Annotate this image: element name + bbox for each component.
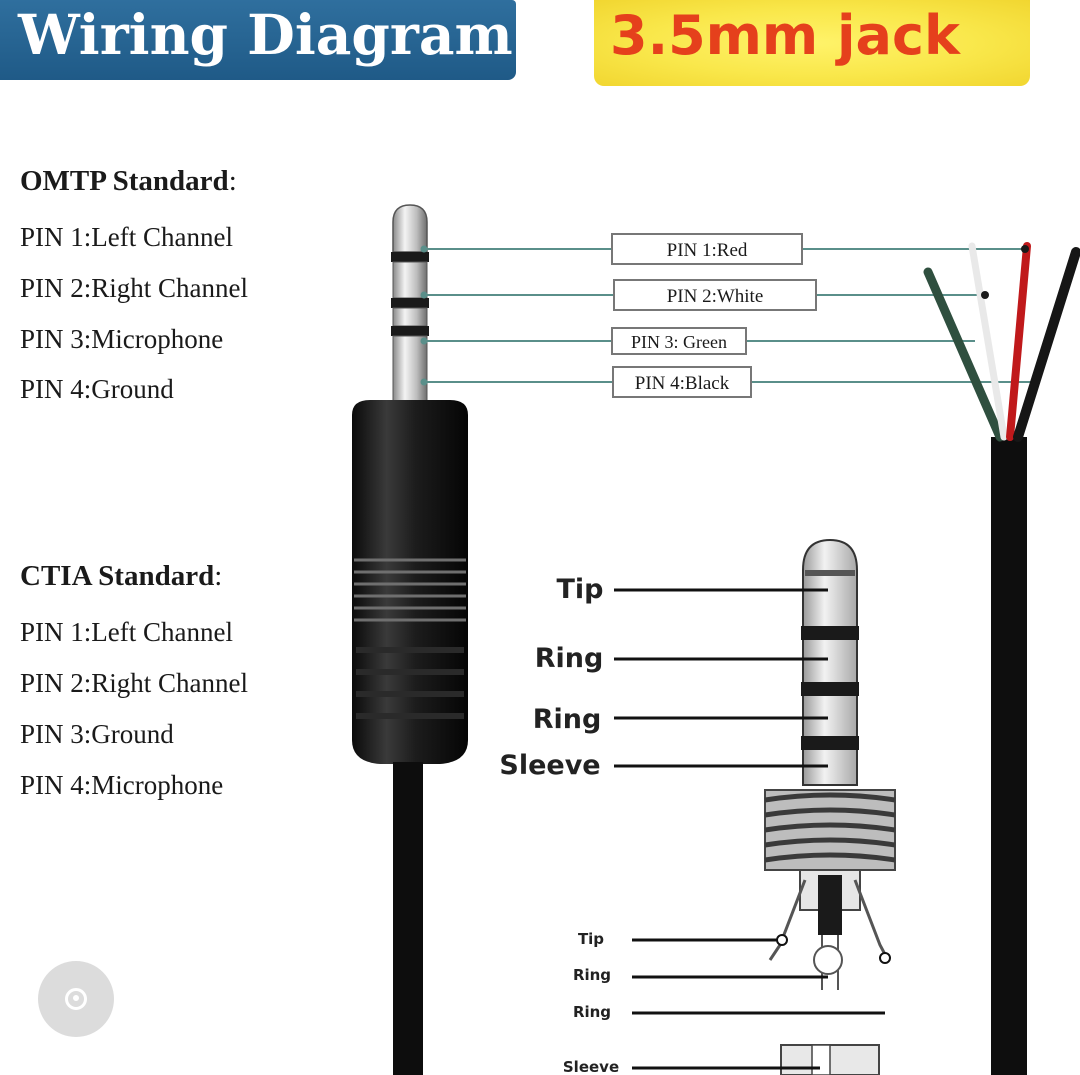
plug-part-ring-2: Ring — [533, 704, 602, 735]
avatar-glyph-icon — [65, 988, 87, 1010]
wire-label-4: PIN 4:Black — [612, 366, 752, 398]
wire-label-1: PIN 1:Red — [611, 233, 803, 265]
omtp-heading: OMTP Standard: — [20, 165, 237, 198]
user-avatar-icon[interactable] — [38, 961, 114, 1037]
plug-tip-segment — [392, 204, 428, 253]
wire-label-3-text: PIN 3: Green — [631, 332, 727, 352]
wire-label-4-text: PIN 4:Black — [635, 373, 730, 394]
plug-part-tip: Tip — [557, 574, 604, 605]
title-banner: Wiring Diagram — [0, 0, 516, 80]
red-wire — [1006, 242, 1031, 441]
socket-part-ring-2: Ring — [573, 1003, 611, 1021]
threaded-nut — [764, 789, 896, 871]
plug-part-ring-1: Ring — [535, 643, 604, 674]
plug-body — [352, 400, 468, 764]
ctia-pin-4: PIN 4:Microphone — [20, 770, 224, 800]
socket-internals — [768, 869, 890, 1075]
subtitle-banner: 3.5mm jack — [594, 0, 1030, 86]
cable-jacket — [991, 437, 1027, 1075]
omtp-pin-1: PIN 1:Left Channel — [20, 222, 233, 252]
omtp-heading-text: OMTP Standard — [20, 165, 229, 197]
top-plug — [352, 204, 468, 1075]
socket-part-tip: Tip — [578, 930, 604, 948]
socket-part-sleeve: Sleeve — [563, 1058, 619, 1075]
labeled-plug-shaft — [802, 538, 858, 786]
plug-cable — [393, 762, 423, 1075]
ctia-pin-2: PIN 2:Right Channel — [20, 668, 248, 698]
wire-label-3: PIN 3: Green — [611, 327, 747, 355]
labeled-plug-band-1 — [801, 626, 859, 640]
green-wire — [923, 267, 1005, 442]
ctia-heading-text: CTIA Standard — [20, 560, 215, 592]
stripped-cable — [923, 242, 1080, 1075]
connector-dot-3 — [420, 337, 428, 345]
plug-insulator-1 — [391, 252, 429, 262]
connector-lines — [424, 248, 1033, 383]
plug-ring-2-segment — [392, 307, 428, 327]
connector-dot-2 — [420, 291, 428, 299]
black-wire — [1013, 247, 1080, 442]
omtp-pin-3: PIN 3:Microphone — [20, 324, 224, 354]
omtp-pin-4: PIN 4:Ground — [20, 374, 174, 404]
ctia-pin-1: PIN 1:Left Channel — [20, 617, 233, 647]
labeled-plug-band-2 — [801, 682, 859, 696]
ctia-heading-colon: : — [214, 560, 223, 592]
diagram-title: Wiring Diagram — [18, 2, 513, 67]
plug-part-sleeve: Sleeve — [499, 750, 600, 781]
plug-insulator-2 — [391, 298, 429, 308]
labeled-plug: Tip Ring Ring Sleeve Tip Ring Ring Sleev… — [499, 538, 896, 1075]
wire-label-1-text: PIN 1:Red — [667, 240, 748, 261]
ctia-heading: CTIA Standard: — [20, 560, 222, 593]
plug-sleeve-segment — [392, 335, 428, 403]
omtp-heading-colon: : — [228, 165, 237, 197]
white-wire — [968, 242, 1008, 441]
wire-label-2-text: PIN 2:White — [667, 286, 764, 307]
connector-dot-1 — [420, 245, 428, 253]
connector-dot-4 — [420, 378, 428, 386]
socket-part-ring-1: Ring — [573, 966, 611, 984]
labeled-plug-band-3 — [801, 736, 859, 750]
wire-label-2: PIN 2:White — [613, 279, 817, 311]
omtp-pin-2: PIN 2:Right Channel — [20, 273, 248, 303]
diagram-subtitle: 3.5mm jack — [610, 4, 960, 67]
ctia-pin-3: PIN 3:Ground — [20, 719, 174, 749]
plug-insulator-3 — [391, 326, 429, 336]
